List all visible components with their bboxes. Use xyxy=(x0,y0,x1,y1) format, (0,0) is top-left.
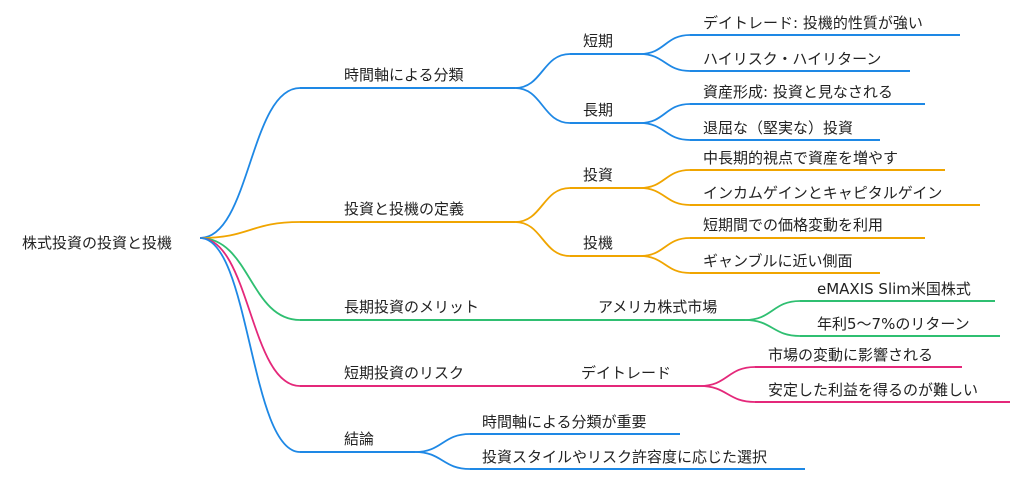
leaf-time-axis-important-label: 時間軸による分類が重要 xyxy=(482,413,647,431)
root-node-label: 株式投資の投資と投機 xyxy=(22,234,172,252)
node-daytrade-label: デイトレード xyxy=(581,364,671,382)
branch-short-term-risk-label: 短期投資のリスク xyxy=(344,364,464,382)
leaf-stable-profit-hard-label: 安定した利益を得るのが難しい xyxy=(768,381,978,399)
mindmap-underlines xyxy=(300,34,1010,470)
edge-node-0-1-leaf-1 xyxy=(639,122,691,141)
branch-long-term-merit-label: 長期投資のメリット xyxy=(344,298,479,316)
edge-root-branch-0 xyxy=(199,87,301,239)
edge-root-branch-4 xyxy=(199,237,301,453)
node-us-market-label: アメリカ株式市場 xyxy=(598,298,717,316)
edge-node-1-0-leaf-1 xyxy=(639,187,691,206)
edge-node-1-1-leaf-1 xyxy=(639,255,691,274)
edge-root-branch-3 xyxy=(199,237,301,387)
node-long-term-label: 長期 xyxy=(583,101,613,119)
leaf-high-risk-label: ハイリスク・ハイリターン xyxy=(703,50,881,68)
leaf-boring-investment-label: 退屈な（堅実な）投資 xyxy=(703,119,853,137)
edge-node-1-1-leaf-0 xyxy=(639,237,691,257)
edge-node-0-1-leaf-0 xyxy=(639,103,691,124)
leaf-asset-building-label: 資産形成: 投資と見なされる xyxy=(703,83,893,101)
edge-branch-0-node-0 xyxy=(514,53,571,89)
leaf-market-volatility-label: 市場の変動に影響される xyxy=(768,346,933,364)
edge-node-2-0-leaf-1 xyxy=(744,319,801,337)
leaf-price-fluctuation-label: 短期間での価格変動を利用 xyxy=(703,216,883,234)
branch-conclusion-label: 結論 xyxy=(344,430,374,448)
node-investment-label: 投資 xyxy=(583,166,613,184)
edge-node-0-0-leaf-1 xyxy=(639,53,691,72)
leaf-gambling-aspect-label: ギャンブルに近い側面 xyxy=(703,252,853,270)
edge-node-2-0-leaf-0 xyxy=(744,300,801,321)
leaf-style-selection-label: 投資スタイルやリスク許容度に応じた選択 xyxy=(482,448,767,466)
edge-branch-0-node-1 xyxy=(514,87,571,124)
branch-time-axis-label: 時間軸による分類 xyxy=(344,66,464,84)
edge-root-branch-1 xyxy=(199,221,301,239)
edge-node-0-0-leaf-0 xyxy=(639,34,691,55)
edge-branch-1-node-1 xyxy=(514,221,571,257)
leaf-income-capital-gain-label: インカムゲインとキャピタルゲイン xyxy=(703,184,942,202)
edge-branch-4-leaf-0 xyxy=(414,433,471,453)
node-speculation-label: 投機 xyxy=(583,234,613,252)
edge-node-3-0-leaf-0 xyxy=(699,366,756,387)
mindmap-edges xyxy=(199,34,801,470)
edge-branch-4-leaf-1 xyxy=(414,451,471,470)
leaf-emaxis-label: eMAXIS Slim米国株式 xyxy=(817,280,971,298)
branch-definitions-label: 投資と投機の定義 xyxy=(344,200,464,218)
leaf-long-term-growth-label: 中長期的視点で資産を増やす xyxy=(703,149,898,167)
leaf-daytrade-speculative-label: デイトレード: 投機的性質が強い xyxy=(703,14,923,32)
edge-node-1-0-leaf-0 xyxy=(639,169,691,189)
edge-node-3-0-leaf-1 xyxy=(699,385,756,403)
edge-root-branch-2 xyxy=(199,237,301,321)
node-short-term-label: 短期 xyxy=(583,32,613,50)
edge-branch-1-node-0 xyxy=(514,187,571,223)
leaf-annual-return-label: 年利5～7%のリターン xyxy=(817,315,970,333)
